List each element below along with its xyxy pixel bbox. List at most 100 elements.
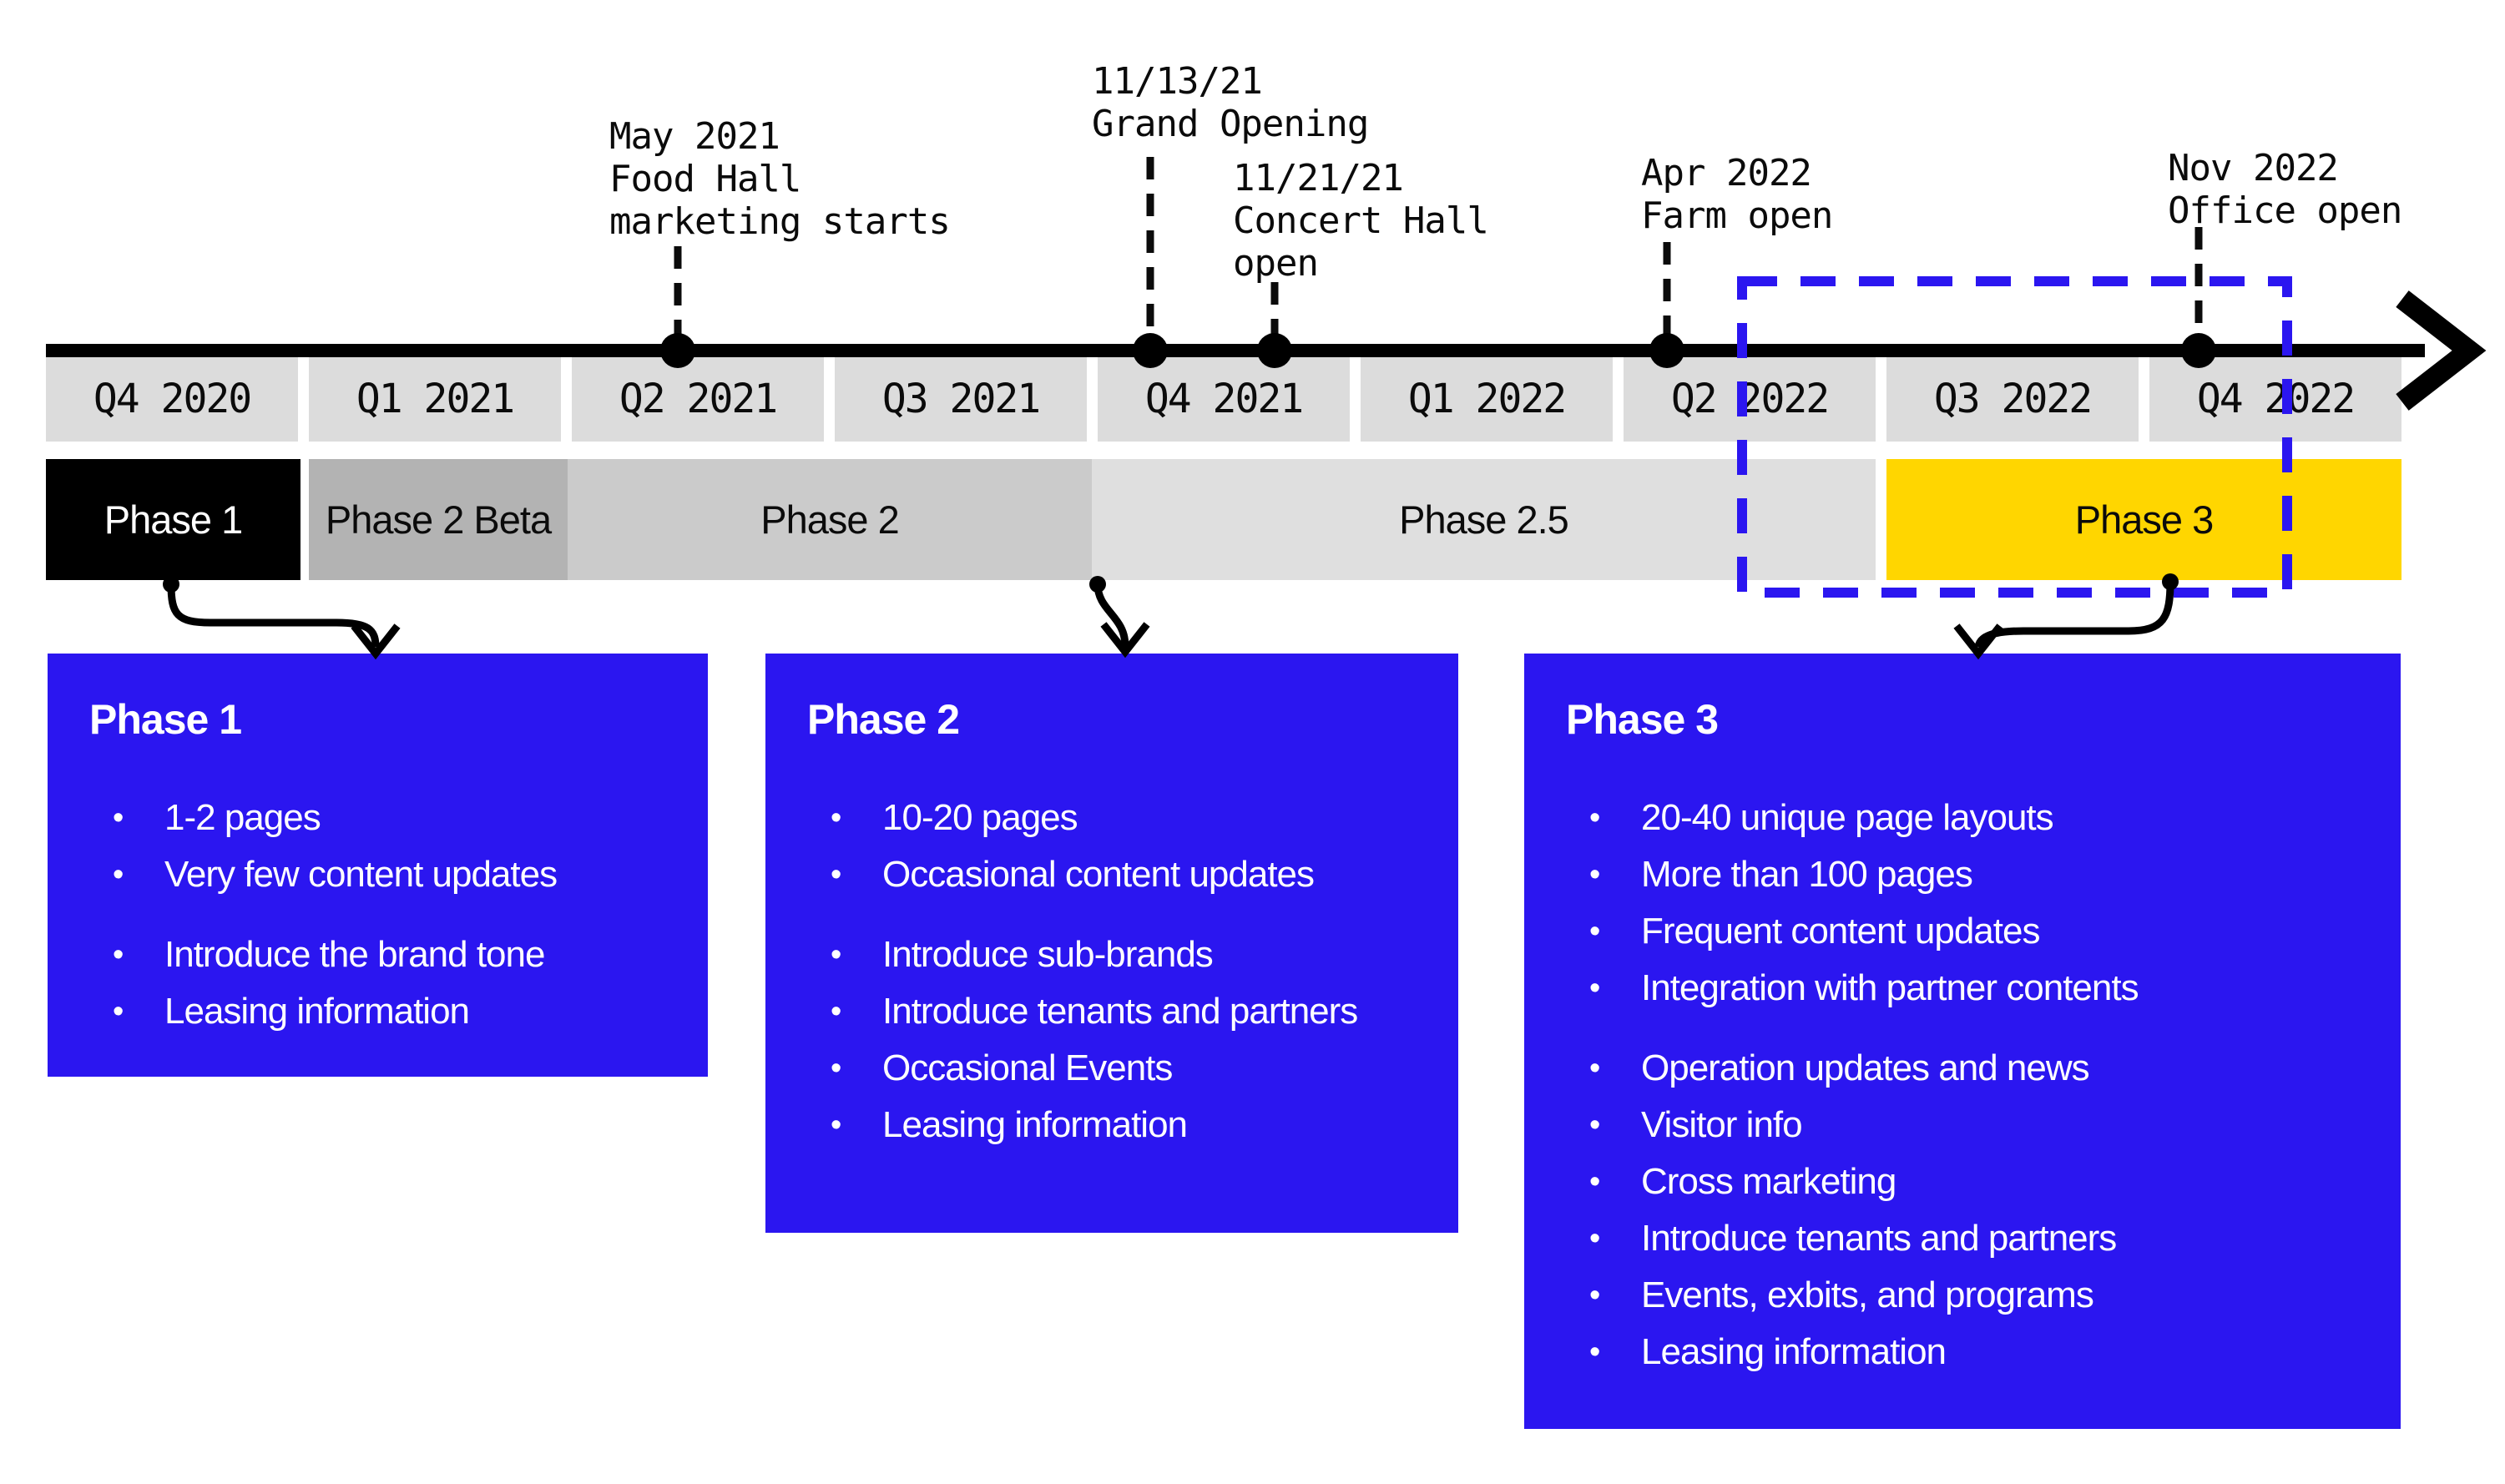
bullet-icon: • bbox=[1589, 1108, 1600, 1143]
bullet-icon: • bbox=[831, 994, 841, 1029]
bullet-icon: • bbox=[1589, 1335, 1600, 1370]
bullet-icon: • bbox=[1589, 914, 1600, 949]
detail-bullet: • Events, exbits, and programs bbox=[1589, 1273, 2367, 1318]
bullet-text: Very few content updates bbox=[164, 854, 558, 895]
bullet-icon: • bbox=[831, 1108, 841, 1143]
detail-bullet: • Leasing information bbox=[113, 989, 674, 1034]
detail-box-title: Phase 2 bbox=[807, 696, 960, 743]
quarter-cell-q2-2021: Q2 2021 bbox=[572, 356, 824, 442]
milestone-label-office-open: Nov 2022 Office open bbox=[2168, 147, 2402, 232]
bullet-icon: • bbox=[831, 937, 841, 972]
bullet-text: Frequent content updates bbox=[1641, 911, 2040, 951]
quarter-cell-q3-2022: Q3 2022 bbox=[1886, 356, 2139, 442]
bullet-text: 20-40 unique page layouts bbox=[1641, 797, 2054, 838]
connector-arrowhead-icon bbox=[351, 623, 401, 660]
phase-2-detail-box: Phase 2 • 10-20 pages • Occasional content… bbox=[765, 654, 1458, 1233]
detail-bullet: • Visitor info bbox=[1589, 1103, 2367, 1148]
bullet-icon: • bbox=[113, 937, 124, 972]
bullet-text: Introduce sub-brands bbox=[882, 934, 1214, 975]
bullet-icon: • bbox=[1589, 1051, 1600, 1086]
phase-bar-label: Phase 3 bbox=[2074, 497, 2214, 542]
bullet-text: Occasional Events bbox=[882, 1047, 1173, 1088]
phase-bar-phase-3: Phase 3 bbox=[1886, 459, 2401, 580]
phase-bar-label: Phase 2.5 bbox=[1399, 497, 1569, 542]
bullet-text: Introduce the brand tone bbox=[164, 934, 545, 975]
phase-bar-phase-1: Phase 1 bbox=[46, 459, 300, 580]
detail-box-title: Phase 3 bbox=[1566, 696, 1719, 743]
detail-bullet: • Introduce tenants and partners bbox=[831, 989, 1425, 1034]
detail-bullet: • 10-20 pages bbox=[831, 795, 1425, 840]
bullet-icon: • bbox=[113, 800, 124, 835]
phase-bar-phase-2: Phase 2 bbox=[568, 459, 1092, 580]
bullet-icon: • bbox=[831, 857, 841, 892]
timeline-arrowhead-icon bbox=[2396, 290, 2487, 411]
quarter-row: Q4 2020 Q1 2021 Q2 2021 Q3 2021 Q4 2021 … bbox=[46, 356, 2401, 442]
connector-arrow-phase-1 bbox=[163, 576, 401, 660]
bullet-icon: • bbox=[1589, 800, 1600, 835]
connector-line bbox=[1093, 583, 1129, 647]
bullet-text: Events, exbits, and programs bbox=[1641, 1275, 2094, 1315]
phase-1-detail-box: Phase 1 • 1-2 pages • Very few content upd… bbox=[48, 654, 708, 1077]
bullet-icon: • bbox=[1589, 857, 1600, 892]
detail-box-title: Phase 1 bbox=[89, 696, 242, 743]
bullet-icon: • bbox=[831, 1051, 841, 1086]
bullet-text: Introduce tenants and partners bbox=[1641, 1218, 2117, 1259]
detail-bullet: • Frequent content updates bbox=[1589, 909, 2367, 954]
phase-bar-label: Phase 2 Beta bbox=[325, 497, 552, 542]
bullet-text: Introduce tenants and partners bbox=[882, 991, 1358, 1032]
bullet-text: 10-20 pages bbox=[882, 797, 1078, 838]
bullet-text: Leasing information bbox=[882, 1104, 1188, 1145]
quarter-cell-q4-2020: Q4 2020 bbox=[46, 356, 298, 442]
bullet-text: Occasional content updates bbox=[882, 854, 1315, 895]
detail-bullet: • 20-40 unique page layouts bbox=[1589, 795, 2367, 840]
bullet-group: •Operation updates and news • Visitor inf… bbox=[1566, 1046, 2367, 1375]
quarter-cell-q2-2022: Q2 2022 bbox=[1624, 356, 1876, 442]
phase-bar-label: Phase 1 bbox=[104, 497, 243, 542]
bullet-text: Integration with partner contents bbox=[1641, 967, 2139, 1008]
quarter-cell-q4-2022: Q4 2022 bbox=[2149, 356, 2401, 442]
detail-bullet: •Introduce tenants and partners bbox=[1589, 1216, 2367, 1261]
detail-bullet: • Leasing information bbox=[831, 1103, 1425, 1148]
bullet-text: 1-2 pages bbox=[164, 797, 321, 838]
quarter-cell-q4-2021: Q4 2021 bbox=[1098, 356, 1350, 442]
bullet-text: Visitor info bbox=[1641, 1104, 1803, 1145]
detail-bullet: • More than 100 pages bbox=[1589, 852, 2367, 897]
detail-bullet: • Leasing information bbox=[1589, 1330, 2367, 1375]
connector-arrowhead-icon bbox=[1100, 622, 1150, 659]
bullet-icon: • bbox=[1589, 1164, 1600, 1199]
quarter-cell-q3-2021: Q3 2021 bbox=[835, 356, 1087, 442]
bullet-icon: • bbox=[1589, 971, 1600, 1006]
quarter-cell-q1-2021: Q1 2021 bbox=[309, 356, 561, 442]
bullet-group: • Introduce the brand tone • Leasing infor… bbox=[89, 932, 674, 1034]
bullet-text: More than 100 pages bbox=[1641, 854, 1973, 895]
bullet-icon: • bbox=[113, 857, 124, 892]
milestone-label-grand-opening: 11/13/21 Grand Opening bbox=[1092, 60, 1369, 145]
bullet-group: • 10-20 pages • Occasional content updates bbox=[807, 795, 1425, 897]
phase-3-detail-box: Phase 3 • 20-40 unique page layouts • More… bbox=[1524, 654, 2401, 1429]
connector-line bbox=[167, 583, 380, 648]
bullet-group: • Introduce sub-brands • Introduce tenants… bbox=[807, 932, 1425, 1148]
milestone-label-food-hall: May 2021 Food Hall marketing starts bbox=[609, 115, 951, 243]
phase-bar-phase-2-beta: Phase 2 Beta bbox=[309, 459, 568, 580]
bullet-text: Leasing information bbox=[164, 991, 470, 1032]
connector-arrow-phase-2 bbox=[1089, 576, 1150, 659]
detail-bullet: • Very few content updates bbox=[113, 852, 674, 897]
bullet-text: Cross marketing bbox=[1641, 1161, 1896, 1202]
detail-bullet: •Operation updates and news bbox=[1589, 1046, 2367, 1091]
bullet-icon: • bbox=[1589, 1278, 1600, 1313]
phase-bar-phase-2-5: Phase 2.5 bbox=[1092, 459, 1876, 580]
detail-bullet: • 1-2 pages bbox=[113, 795, 674, 840]
bullet-icon: • bbox=[831, 800, 841, 835]
quarter-cell-q1-2022: Q1 2022 bbox=[1361, 356, 1613, 442]
bullet-text: Leasing information bbox=[1641, 1331, 1947, 1372]
bullet-group: • 1-2 pages • Very few content updates bbox=[89, 795, 674, 897]
milestone-label-concert-hall: 11/21/21 Concert Hall open bbox=[1233, 157, 1489, 285]
detail-bullet: • Integration with partner contents bbox=[1589, 966, 2367, 1011]
milestone-label-farm-open: Apr 2022 Farm open bbox=[1641, 152, 1833, 237]
connector-arrow-phase-3 bbox=[1953, 573, 2179, 660]
detail-bullet: • Cross marketing bbox=[1589, 1159, 2367, 1204]
bullet-group: • 20-40 unique page layouts • More than 10… bbox=[1566, 795, 2367, 1011]
detail-bullet: • Occasional Events bbox=[831, 1046, 1425, 1091]
phase-bar-label: Phase 2 bbox=[760, 497, 899, 542]
bullet-icon: • bbox=[113, 994, 124, 1029]
